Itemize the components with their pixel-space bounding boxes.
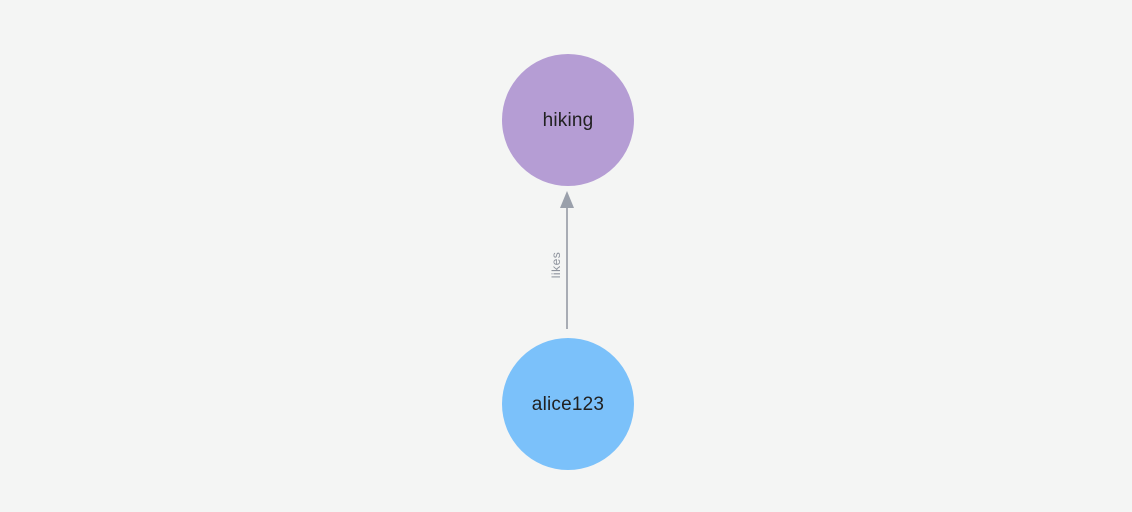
edge-label-likes[interactable]: likes: [549, 251, 563, 279]
graph-node-alice123[interactable]: alice123: [502, 338, 634, 470]
edge-line-likes[interactable]: [566, 208, 568, 329]
arrowhead-up-icon: [560, 191, 574, 208]
node-label-hiking: hiking: [542, 109, 594, 131]
node-label-alice123: alice123: [531, 393, 605, 415]
graph-node-hiking[interactable]: hiking: [502, 54, 634, 186]
